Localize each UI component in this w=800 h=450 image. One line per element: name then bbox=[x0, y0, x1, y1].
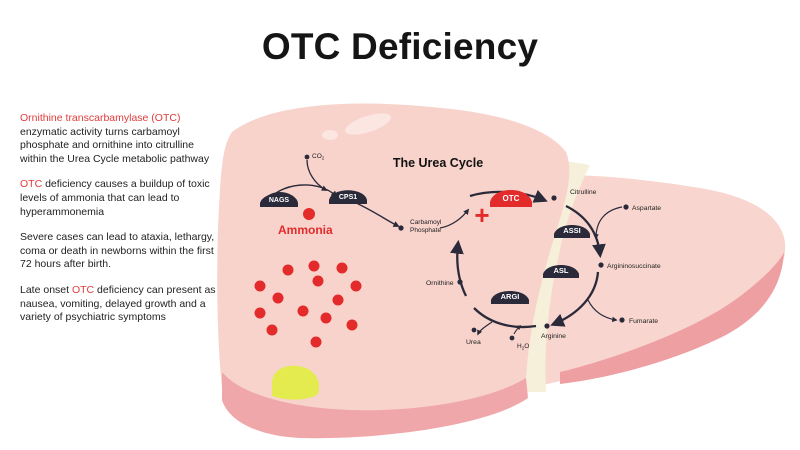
ammonia-molecule bbox=[303, 208, 315, 220]
water-label: H2O bbox=[517, 343, 529, 351]
carbamoyl-to-otc-arrow bbox=[439, 208, 470, 229]
note-highlight: OTC bbox=[20, 178, 43, 191]
note-severe-cases: Severe cases can lead to ataxia, letharg… bbox=[20, 231, 220, 272]
note-highlight: OTC bbox=[71, 283, 95, 296]
liver-left-lobe bbox=[217, 103, 570, 439]
ornithine-label: Ornithine bbox=[426, 280, 454, 287]
water-arrow bbox=[513, 324, 522, 335]
page-title: OTC Deficiency bbox=[261, 26, 539, 67]
citrulline-dot bbox=[551, 195, 557, 201]
aspartate-dot bbox=[623, 204, 629, 210]
aspartate-label: Aspartate bbox=[632, 205, 661, 212]
arginine-label: Arginine bbox=[541, 333, 566, 340]
note-highlight: Ornithine transcarbamylase (OTC) bbox=[20, 112, 181, 124]
asl-badge: ASL bbox=[543, 265, 579, 278]
note-body: deficiency causes a buildup of toxic lev… bbox=[20, 178, 210, 218]
carbamoyl-dot bbox=[398, 225, 404, 231]
arginine-dot bbox=[544, 323, 550, 329]
note-late-onset: Late onset OTC deficiency can present as… bbox=[20, 284, 220, 325]
ammonia-label: Ammonia bbox=[278, 223, 333, 237]
argininosuccinate-label: Argininosuccinate bbox=[607, 263, 661, 270]
fumarate-arrow bbox=[587, 299, 618, 323]
bile-duct-strip bbox=[523, 160, 590, 392]
note-ammonia-buildup: OTC deficiency causes a buildup of toxic… bbox=[20, 178, 220, 219]
carbamoyl-label-1: Carbamoyl bbox=[410, 219, 442, 226]
cps1-label: CPS1 bbox=[339, 194, 357, 201]
aspartate-arrow bbox=[593, 206, 623, 240]
assi-label: ASSI bbox=[563, 226, 581, 235]
ammonia-cluster bbox=[254, 260, 362, 348]
urea-dot bbox=[471, 327, 477, 333]
otc-badge: OTC bbox=[490, 190, 532, 207]
note-otc-definition: Ornithine transcarbamylase (OTC) enzymat… bbox=[20, 112, 220, 166]
arg1-label: ARGI bbox=[501, 292, 520, 301]
note-body: enzymatic activity turns carbamoyl phosp… bbox=[20, 125, 210, 165]
co2-label: CO2 bbox=[312, 153, 325, 161]
assi-badge: ASSI bbox=[554, 225, 590, 238]
cps1-to-carbamoyl-arrow bbox=[353, 201, 400, 227]
liver-right-lobe bbox=[520, 175, 786, 388]
asl-label: ASL bbox=[554, 266, 569, 275]
fumarate-label: Fumarate bbox=[629, 318, 658, 325]
nags-badge: NAGS bbox=[260, 192, 298, 207]
fumarate-dot bbox=[619, 317, 625, 323]
gallbladder bbox=[271, 365, 320, 400]
note-body: Severe cases can lead to ataxia, letharg… bbox=[20, 231, 215, 271]
cycle-title: The Urea Cycle bbox=[393, 156, 483, 170]
note-body: Late onset bbox=[20, 283, 72, 296]
water-dot bbox=[509, 335, 515, 341]
otc-label: OTC bbox=[503, 194, 520, 203]
cps1-badge: CPS1 bbox=[329, 190, 367, 204]
citrulline-label: Citrulline bbox=[570, 189, 597, 196]
argininosuccinate-dot bbox=[598, 262, 604, 268]
info-text-column: Ornithine transcarbamylase (OTC) enzymat… bbox=[20, 112, 220, 337]
arg1-badge: ARGI bbox=[491, 291, 529, 304]
nags-label: NAGS bbox=[269, 197, 290, 204]
otc-block-cross: + bbox=[474, 200, 489, 230]
carbamoyl-label-2: Phosphate bbox=[410, 227, 441, 234]
urea-label: Urea bbox=[466, 339, 481, 346]
note-body: deficiency can present as nausea, vomiti… bbox=[20, 283, 216, 324]
co2-dot bbox=[304, 154, 310, 160]
ornithine-dot bbox=[457, 279, 463, 285]
urea-arrow bbox=[477, 321, 493, 336]
